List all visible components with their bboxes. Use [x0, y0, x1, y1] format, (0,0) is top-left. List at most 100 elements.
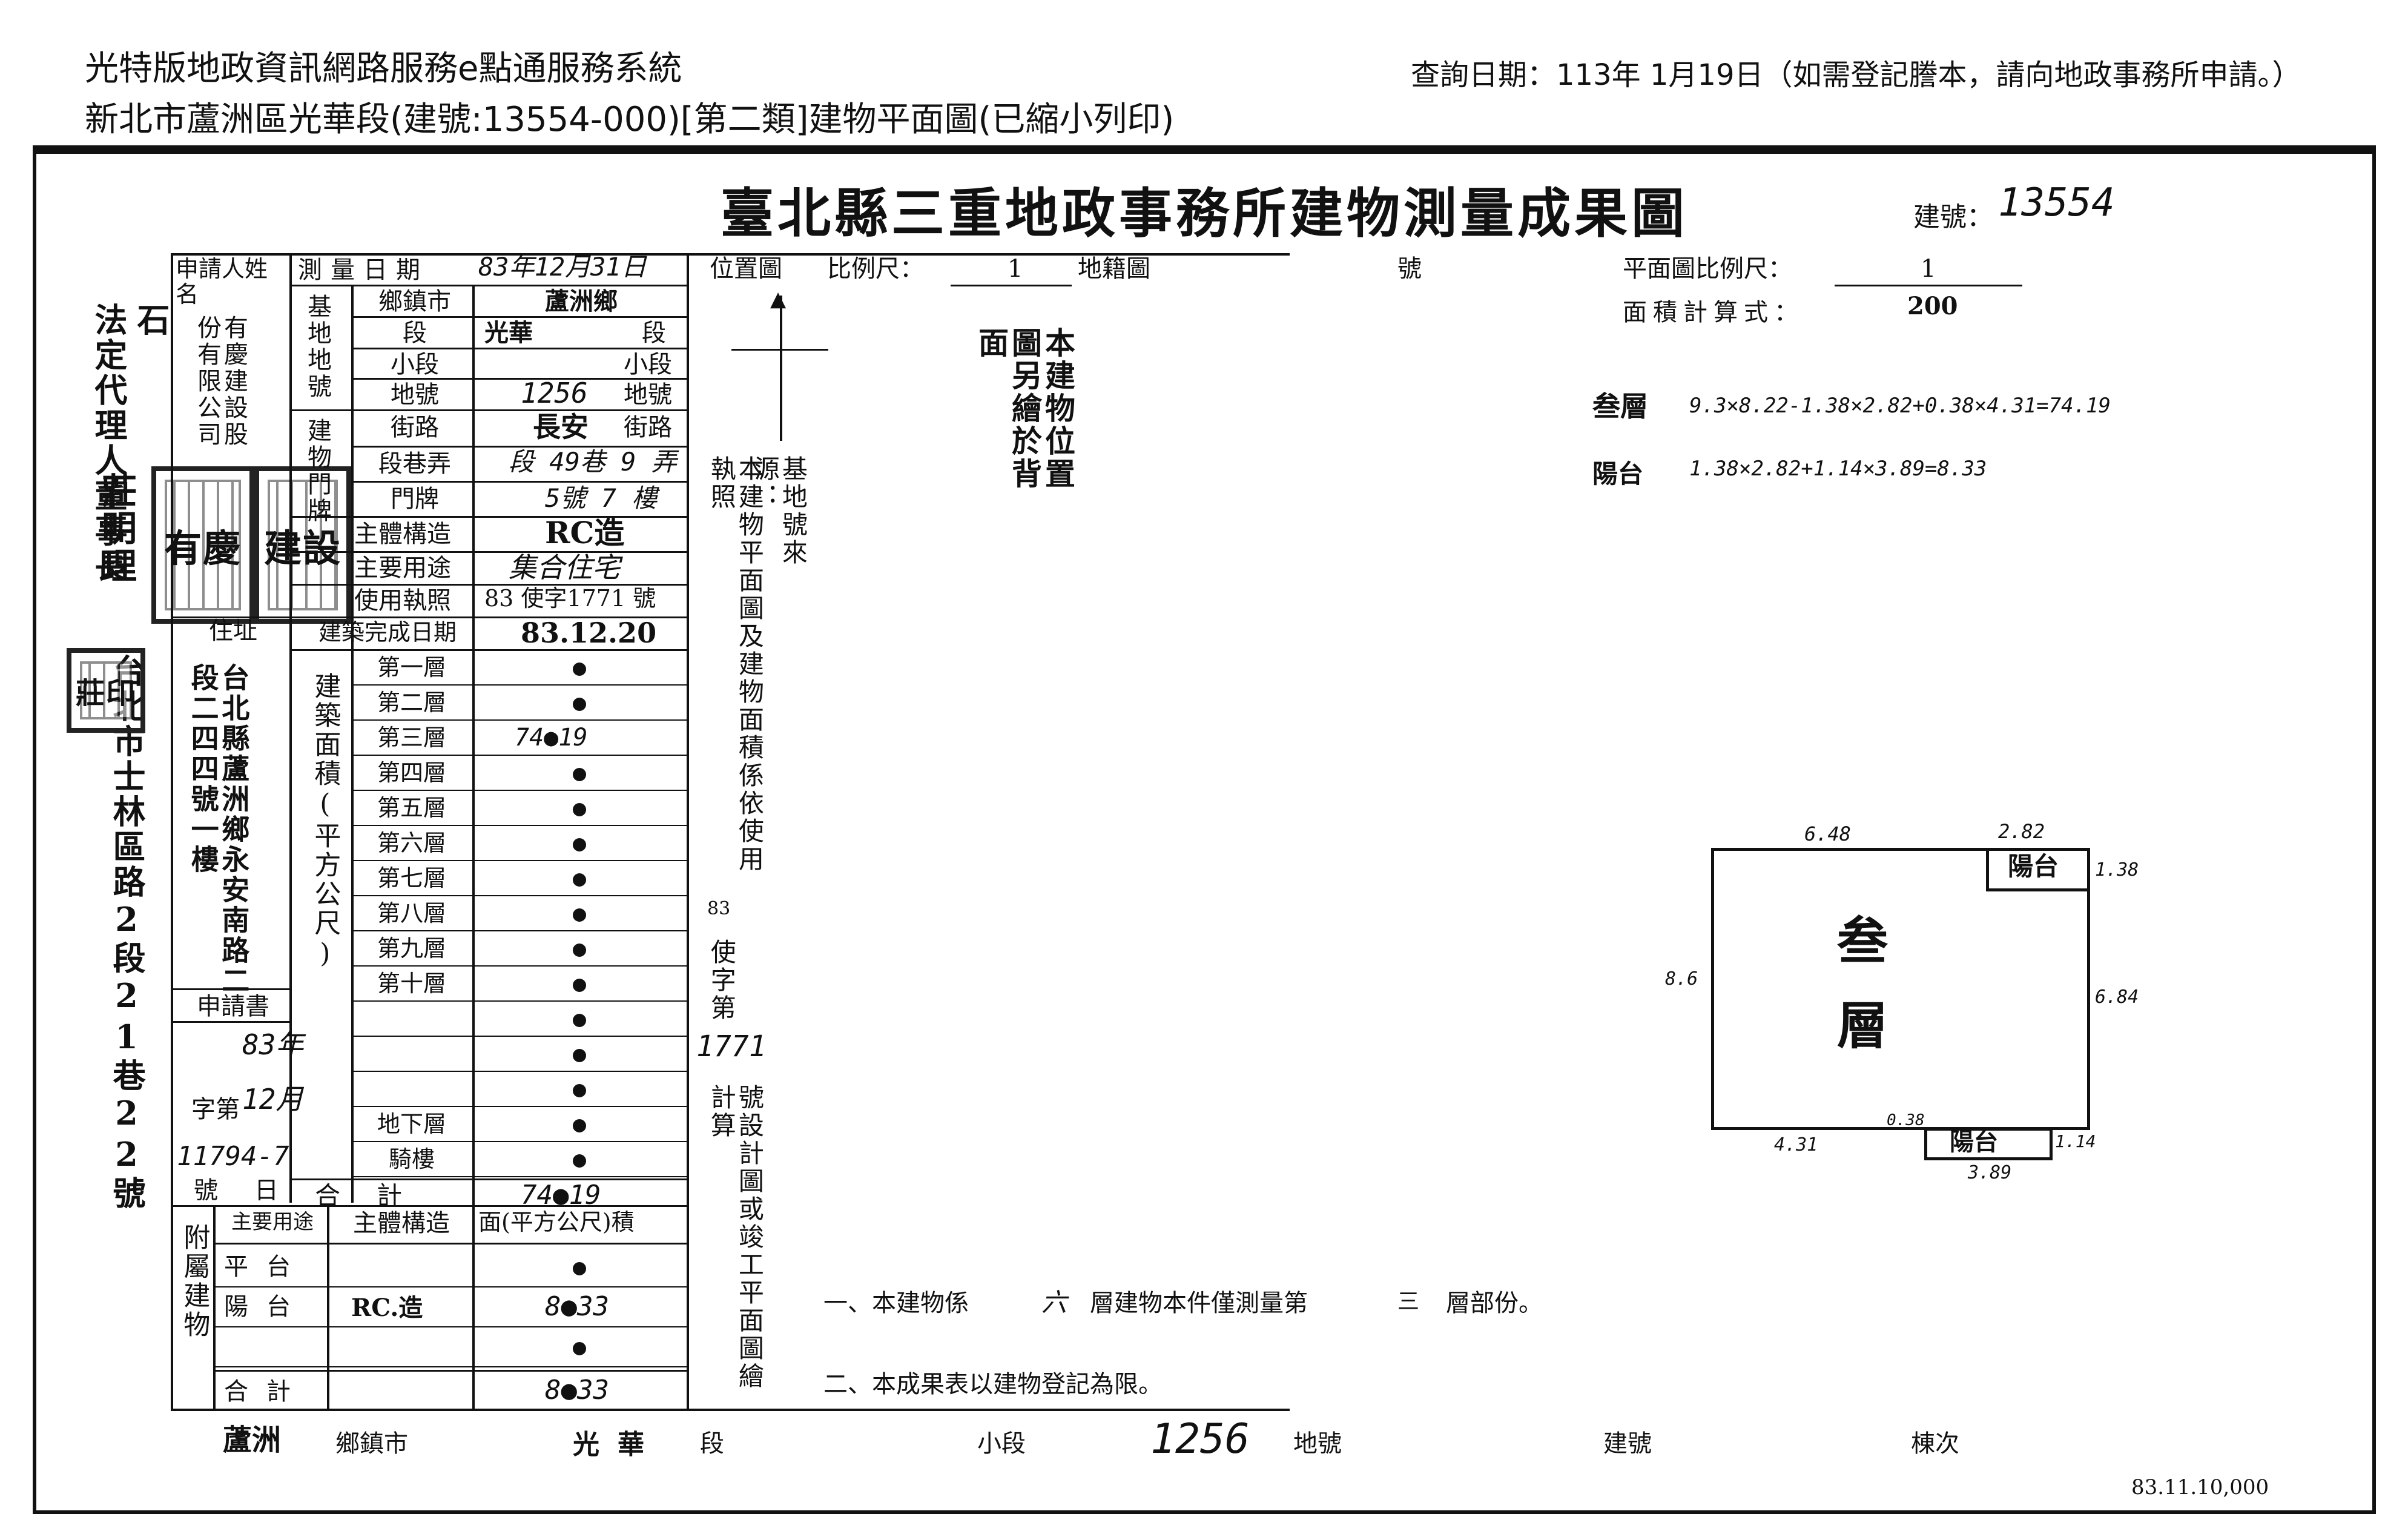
document-title: 臺北縣三重地政事務所建物測量成果圖	[721, 182, 1689, 245]
applicant-label: 申請人姓名	[176, 256, 268, 308]
floor-label: 第八層	[377, 900, 446, 927]
table-bottom-border	[171, 1409, 1290, 1411]
plan-note-main-b: 號設計圖或竣工平面圖繪計算	[707, 1084, 765, 1390]
room-label-1: 叁	[1837, 911, 1888, 971]
section-suffix: 段	[642, 319, 666, 347]
rep-title: 法定代理人董事長	[89, 303, 128, 584]
decimal-dot	[573, 1154, 586, 1168]
section-label: 段	[403, 319, 427, 347]
print-code: 83.11.10,000	[2131, 1475, 2269, 1499]
footer-subsection-label: 小段	[977, 1430, 1026, 1458]
formula-label: 面積計算式：	[1623, 299, 1804, 326]
use-label: 主要用途	[354, 554, 451, 582]
annex-use: 平台	[224, 1253, 309, 1281]
col-divider-2	[351, 285, 354, 1203]
address-label: 住址	[209, 617, 257, 645]
lane-value: 段 49巷 9 弄	[509, 447, 677, 477]
decimal-dot	[573, 979, 586, 992]
footer-township-label: 鄉鎮市	[335, 1430, 408, 1458]
cadastral-no-label: 號	[1397, 255, 1422, 283]
decimal-dot	[573, 873, 586, 887]
footer-section-label: 段	[700, 1430, 724, 1458]
survey-document-frame	[33, 145, 2376, 1514]
cadastral-label: 地籍圖	[1078, 255, 1150, 283]
remark-1-b: 層建物本件僅測量第	[1090, 1289, 1308, 1317]
plan-note-permit-word: 使字第	[707, 939, 737, 1022]
application-day-label: 日	[254, 1177, 279, 1205]
survey-date-label: 測量日期	[298, 256, 429, 284]
floor-label: 第十層	[377, 970, 446, 997]
plan-scale-fraction-line	[1835, 285, 2022, 286]
north-arrow-crossbar	[731, 349, 828, 351]
building-number-label: 建號：	[1913, 202, 1993, 233]
decimal-dot	[573, 768, 586, 781]
formula-balcony-label: 陽台	[1592, 459, 1644, 489]
base-lot-label: 基地地號	[303, 294, 331, 400]
north-arrow-shaft	[780, 296, 782, 441]
north-arrow-icon: ▲	[770, 287, 787, 311]
decimal-dot	[573, 944, 586, 957]
footer-lot: 1256	[1150, 1415, 1250, 1463]
plate-label: 門牌	[391, 485, 439, 513]
application-number-suffix: 號	[194, 1177, 218, 1205]
plan-scale-denominator: 200	[1907, 292, 1958, 320]
plan-scale-label: 平面圖比例尺：	[1623, 255, 1792, 283]
township-value: 蘆洲鄉	[545, 287, 618, 316]
annex-total-label: 合計	[224, 1378, 309, 1406]
footer-lot-label: 地號	[1293, 1430, 1342, 1458]
floor-area-label: 建築面積(平方公尺)	[309, 672, 341, 971]
section-value: 光華	[484, 319, 533, 347]
lane-label: 段巷弄	[378, 450, 451, 478]
lot-suffix: 地號	[624, 381, 672, 409]
dim-right-top: 1.38	[2095, 859, 2139, 881]
plate-value: 5號 7 樓	[545, 483, 658, 513]
permit-value: 83 使字1771 號	[484, 585, 656, 612]
completion-label: 建築完成日期	[318, 619, 457, 646]
applicant-address: 台北縣蘆洲鄉永安南路二段二四四號一樓	[186, 663, 251, 996]
permit-label: 使用執照	[354, 587, 451, 615]
floor-label: 第三層	[377, 724, 446, 751]
remark-1-floor: 三	[1397, 1289, 1420, 1314]
floor-total-value: 74●19	[521, 1180, 601, 1211]
location-label: 位置圖	[710, 255, 782, 283]
dim-right: 6.84	[2095, 987, 2139, 1008]
floor-area-value: 74●19	[515, 724, 588, 752]
footer-unit-label: 棟次	[1911, 1430, 1959, 1458]
survey-date-value: 83年12月31日	[478, 252, 647, 282]
floor-label: 第四層	[377, 759, 446, 786]
address-secondary: 台北市士林區路2段21巷22號	[107, 654, 146, 1211]
plan-note-permit-no: 1771	[696, 1030, 767, 1063]
annex-label: 附屬建物	[179, 1223, 210, 1340]
decimal-dot	[573, 1262, 586, 1275]
annex-col-area: 面(平方公尺)積	[478, 1209, 635, 1235]
application-number: 11794-7	[177, 1141, 289, 1172]
remark-2: 二、本成果表以建物登記為限。	[823, 1370, 1163, 1398]
table-left-border	[171, 253, 173, 1411]
floor-label: 第二層	[377, 689, 446, 716]
completion-value: 83.12.20	[521, 616, 657, 649]
decimal-dot	[573, 663, 586, 676]
plan-note-main-a: 本建物平面圖及建物面積係依使用執照	[707, 455, 765, 873]
subsection-suffix: 小段	[624, 351, 672, 378]
company-seal-2: 建設	[254, 466, 351, 624]
location-scale-label: 比例尺：	[827, 255, 924, 283]
decimal-dot	[573, 838, 586, 851]
dim-top-right: 2.82	[1998, 820, 2045, 843]
dim-bottom-left: 4.31	[1774, 1134, 1818, 1155]
annex-use: 陽台	[224, 1293, 309, 1321]
floor-total-label: 合計	[315, 1181, 439, 1211]
floor-label: 第九層	[377, 935, 446, 962]
annex-total-value: 8●33	[545, 1375, 609, 1406]
annex-area: 8●33	[545, 1291, 609, 1322]
structure-value: RC造	[545, 515, 625, 550]
dim-top: 6.48	[1804, 822, 1852, 845]
building-number-value: 13554	[1998, 180, 2115, 225]
floor-label: 第一層	[377, 654, 446, 681]
annex-col-structure: 主體構造	[353, 1209, 450, 1237]
formula-floor-label: 叁層	[1592, 390, 1648, 423]
balcony-bottom-box	[1924, 1128, 2053, 1160]
location-scale-value: 1	[1008, 255, 1023, 283]
decimal-dot	[573, 1342, 586, 1355]
balcony-top-box	[1986, 848, 2090, 891]
application-month: 12月	[242, 1083, 304, 1116]
